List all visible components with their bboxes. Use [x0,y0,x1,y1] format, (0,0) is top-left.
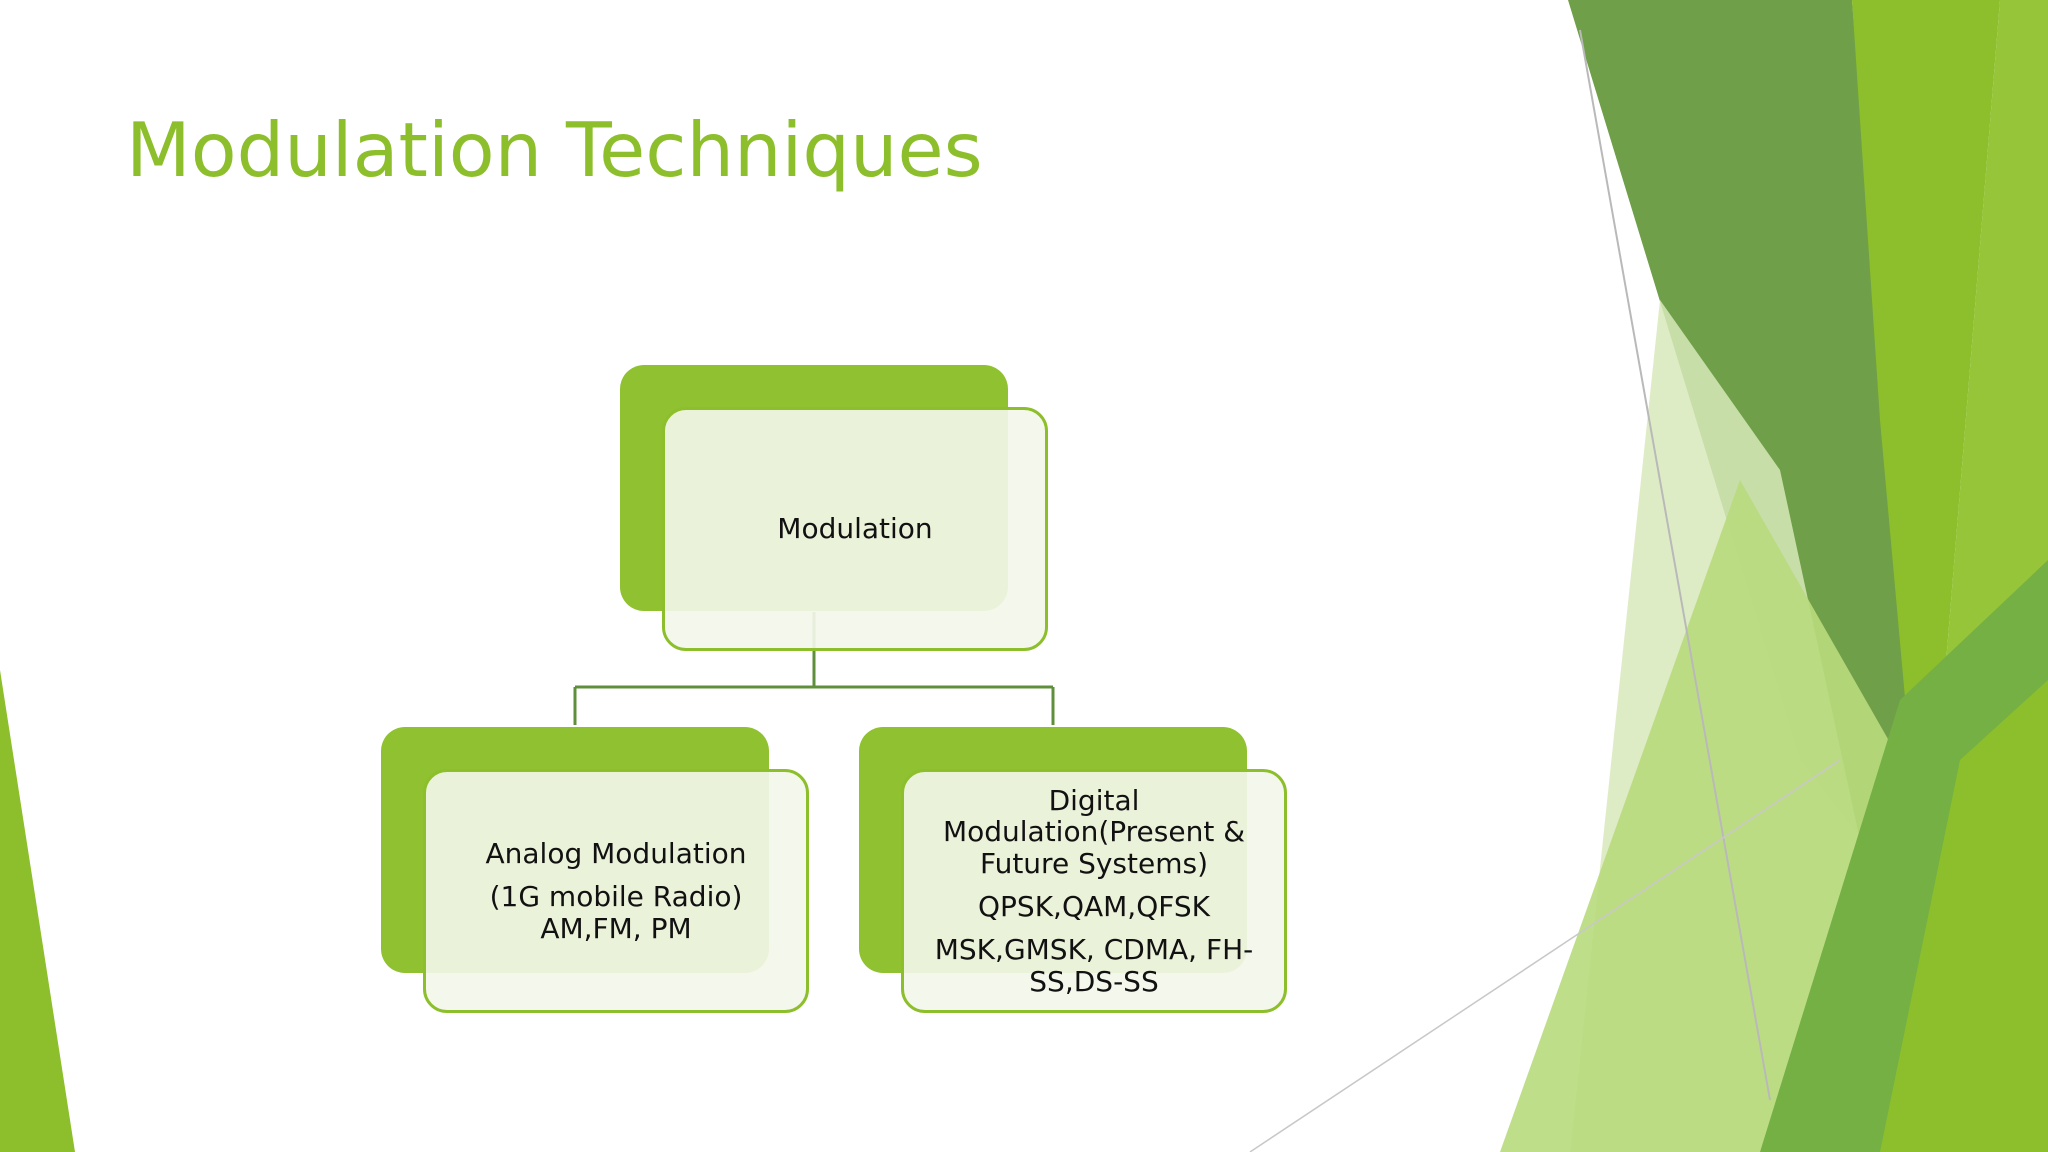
left-green-shape [0,670,75,1152]
node-label: Modulation [777,512,933,546]
right-shape-light [1500,480,1900,1152]
node-front-box: Digital Modulation(Present & Future Syst… [901,769,1287,1013]
node-label-detail-1: QPSK,QAM,QFSK [978,890,1210,923]
page-title: Modulation Techniques [126,106,983,194]
node-front-box: Modulation [662,407,1048,651]
right-shape-corner [1880,680,2048,1152]
node-label-detail-2: MSK,GMSK, CDMA, FH-SS,DS-SS [934,933,1254,998]
node-label-title: Analog Modulation [485,836,747,870]
right-shape-mid [1852,0,2000,920]
node-label-title: Digital Modulation(Present & Future Syst… [942,783,1246,880]
node-label-detail: (1G mobile Radio) AM,FM, PM [489,880,743,945]
node-front-box: Analog Modulation (1G mobile Radio) AM,F… [423,769,809,1013]
thin-line-2 [1249,759,1841,1152]
thin-line-1 [1579,29,1771,1101]
